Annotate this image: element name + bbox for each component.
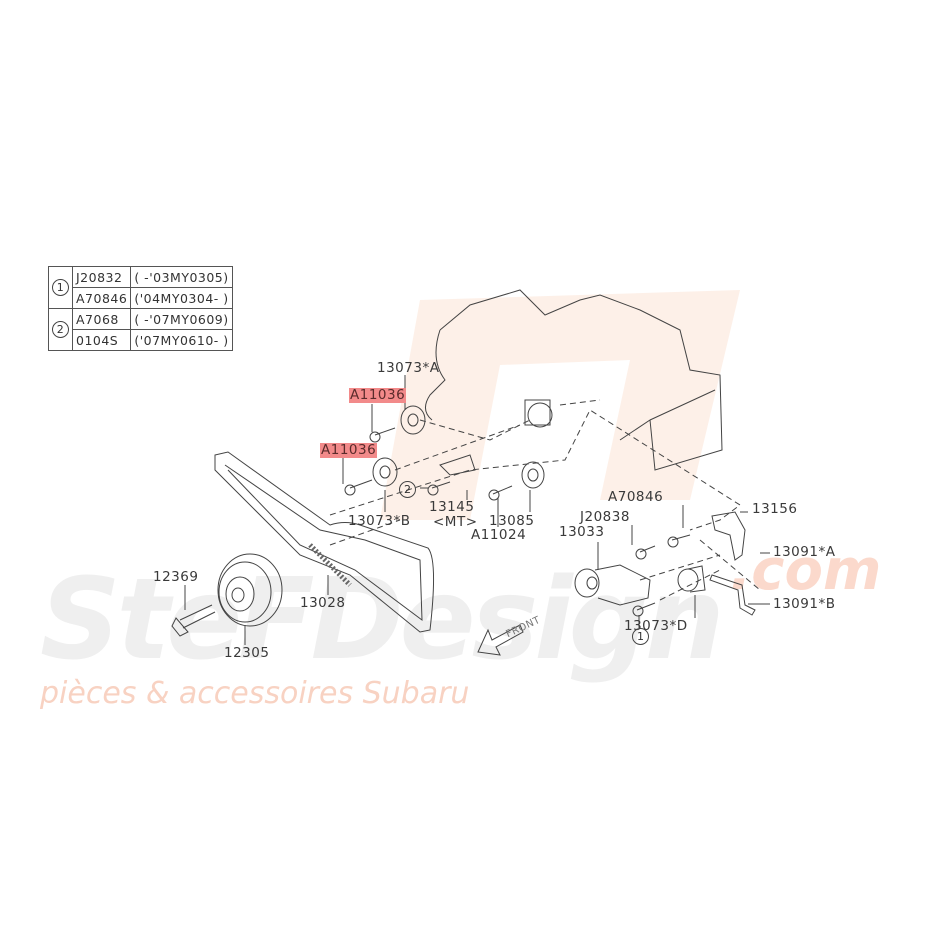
label-a11036-top[interactable]: A11036 — [349, 387, 407, 403]
timing-belt — [214, 451, 435, 633]
label-13033[interactable]: 13033 — [559, 524, 605, 540]
label-13156[interactable]: 13156 — [752, 501, 798, 517]
label-13073a[interactable]: 13073*A — [377, 360, 440, 376]
bracket-13145 — [439, 454, 476, 476]
table-row: A70846 ('04MY0304- ) — [49, 287, 233, 309]
label-a70846[interactable]: A70846 — [608, 489, 664, 505]
part-number: 0104S — [71, 329, 132, 351]
label-a11036-bottom[interactable]: A11036 — [320, 442, 378, 458]
model-range: ( -'03MY0305) — [130, 266, 233, 288]
circle-2-icon: 2 — [399, 481, 416, 498]
model-range: ('04MY0304- ) — [130, 287, 233, 309]
model-range: ( -'07MY0609) — [130, 308, 233, 330]
engine-block-outline — [439, 289, 723, 471]
crank-bolt — [171, 604, 216, 637]
label-12369[interactable]: 12369 — [153, 569, 199, 585]
crank-pulley — [217, 553, 283, 627]
label-13145[interactable]: 13145 — [429, 499, 475, 515]
applicability-table: 1 J20832 ( -'03MY0305) A70846 ('04MY0304… — [48, 266, 233, 351]
label-12305[interactable]: 12305 — [224, 645, 270, 661]
label-13028[interactable]: 13028 — [300, 595, 346, 611]
label-13091a[interactable]: 13091*A — [773, 544, 836, 560]
label-13091b[interactable]: 13091*B — [773, 596, 836, 612]
label-a11024[interactable]: A11024 — [471, 527, 527, 543]
bracket-13156 — [711, 511, 746, 561]
idler-pulley-b — [372, 457, 398, 487]
part-number: A7068 — [71, 308, 132, 330]
label-j20838[interactable]: J20838 — [580, 509, 630, 525]
watermark-brand: SteFDesign — [40, 555, 725, 685]
part-number: J20832 — [71, 266, 132, 288]
watermark-tagline: pièces & accessoires Subaru — [40, 676, 470, 711]
bracket-13091b — [709, 574, 756, 616]
circle-1-icon: 1 — [52, 279, 69, 296]
part-number: A70846 — [71, 287, 132, 309]
tensioner-13033 — [574, 564, 651, 606]
table-row: 2 A7068 ( -'07MY0609) — [48, 308, 233, 351]
front-arrow-icon — [477, 624, 524, 656]
circle-2-icon: 2 — [52, 321, 69, 338]
legend-marker-1: 1 — [48, 266, 73, 309]
tensioner-pulley-upper — [524, 399, 553, 428]
table-row: 1 J20832 ( -'03MY0305) — [48, 266, 233, 309]
label-13085[interactable]: 13085 — [489, 513, 535, 529]
model-range: ('07MY0610- ) — [130, 329, 233, 351]
idler-pulley-a — [400, 405, 426, 435]
legend-marker-2: 2 — [48, 308, 73, 351]
table-row: 0104S ('07MY0610- ) — [49, 329, 233, 351]
idler-pulley-13085 — [521, 461, 545, 489]
circle-1-icon: 1 — [632, 628, 649, 645]
idler-13073d — [677, 565, 706, 593]
watermark-domain: .com — [730, 538, 882, 603]
label-13073b[interactable]: 13073*B — [348, 513, 411, 529]
label-mt: <MT> — [433, 514, 478, 530]
